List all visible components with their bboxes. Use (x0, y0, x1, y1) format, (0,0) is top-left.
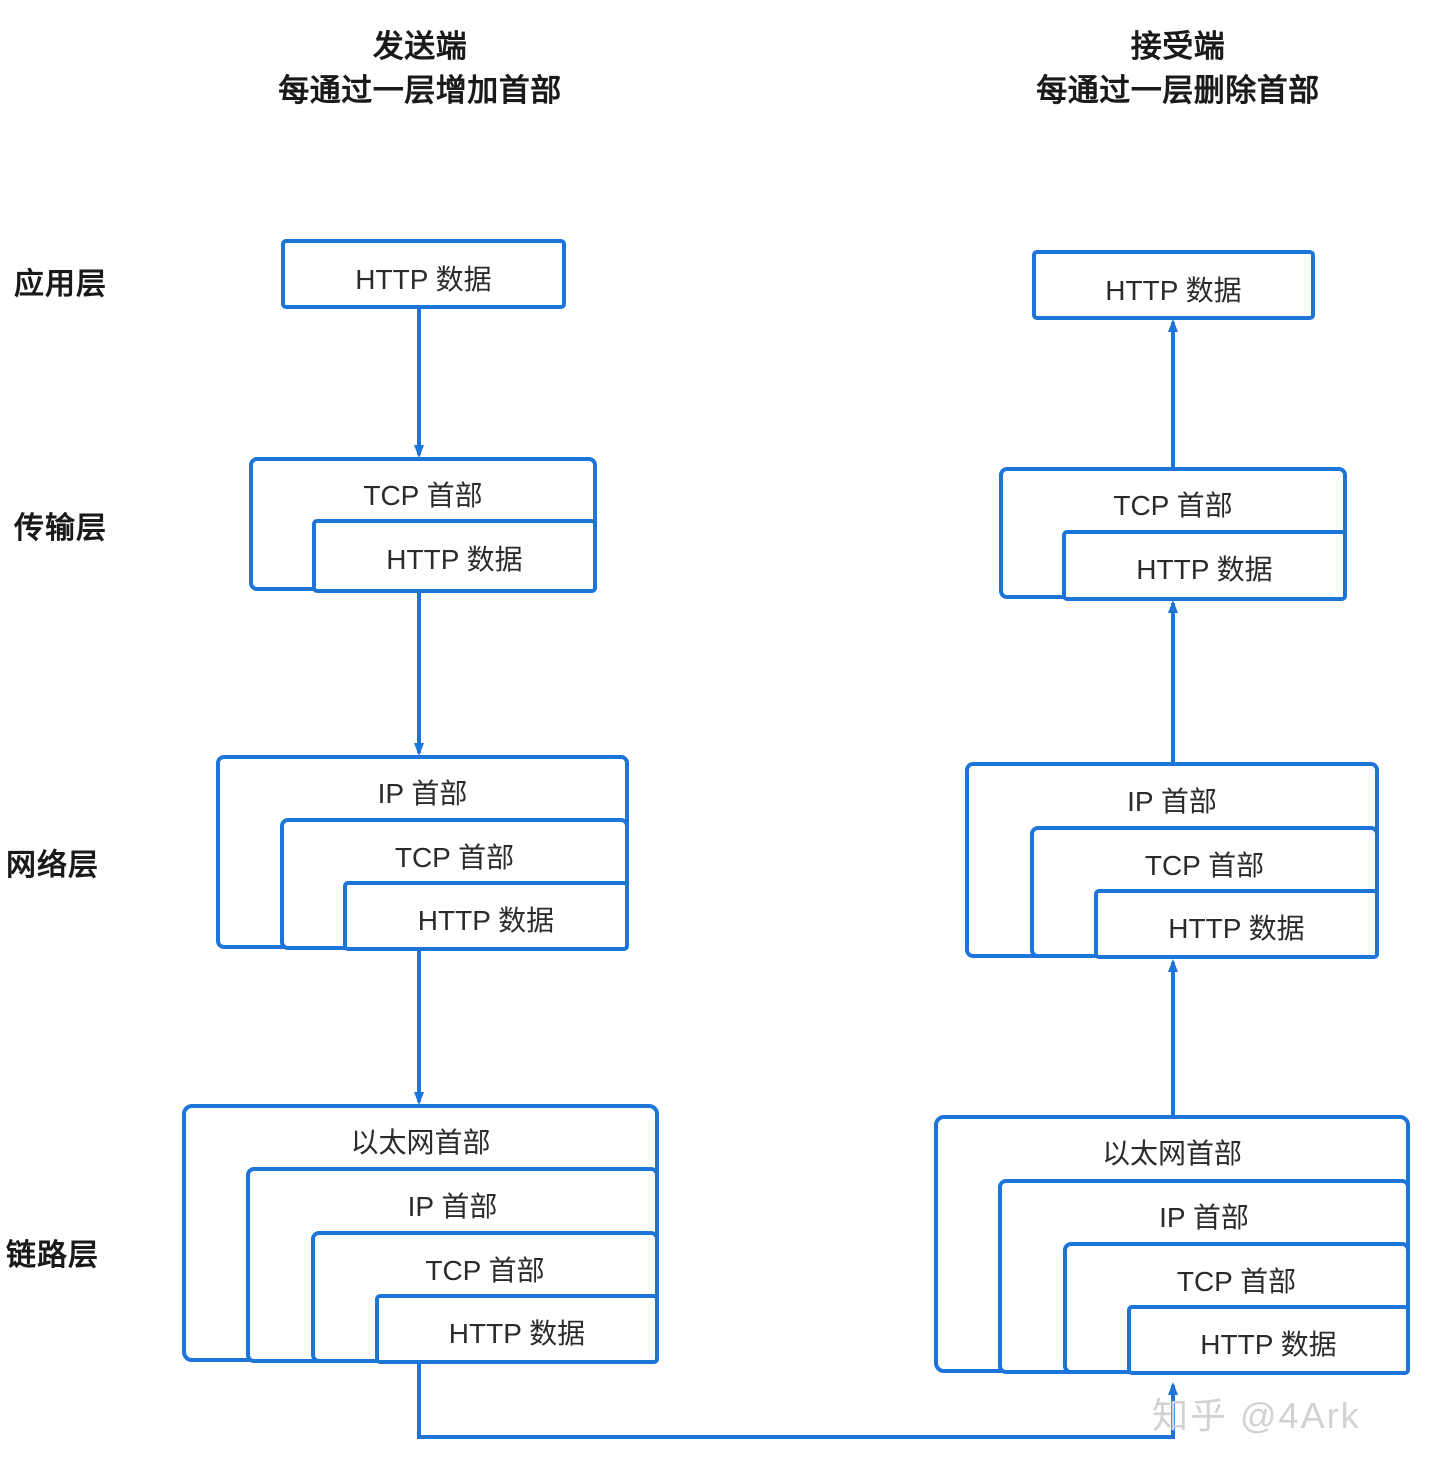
sender-header-line1: 发送端 (372, 29, 468, 64)
layer-label-transport: 传输层 (14, 512, 107, 545)
receiver-link-http-box (1127, 1305, 1410, 1375)
receiver-column-boxes (934, 250, 1410, 1375)
receiver-header-line1: 接受端 (1130, 29, 1226, 64)
sender-link-http-box (375, 1294, 659, 1364)
receiver-network-http-box (1094, 889, 1379, 959)
layer-label-link: 链路层 (6, 1239, 99, 1272)
sender-network-http-box (343, 881, 629, 951)
physical-medium-link-path (417, 1362, 1178, 1439)
sender-column-header: 发送端 每通过一层增加首部 (222, 25, 618, 113)
sender-app-http-box (281, 239, 566, 309)
receiver-header-line2: 每通过一层删除首部 (1036, 73, 1320, 109)
layer-label-network: 网络层 (6, 849, 99, 882)
layer-label-application: 应用层 (14, 268, 107, 301)
sender-column-boxes (182, 239, 659, 1364)
sender-transport-http-box (312, 519, 597, 593)
receiver-app-http-box (1032, 250, 1315, 320)
receiver-transport-http-box (1062, 530, 1347, 601)
watermark: 知乎 @4Ark (1152, 1395, 1361, 1436)
receiver-column-header: 接受端 每通过一层删除首部 (980, 25, 1376, 113)
sender-header-line2: 每通过一层增加首部 (278, 73, 562, 109)
